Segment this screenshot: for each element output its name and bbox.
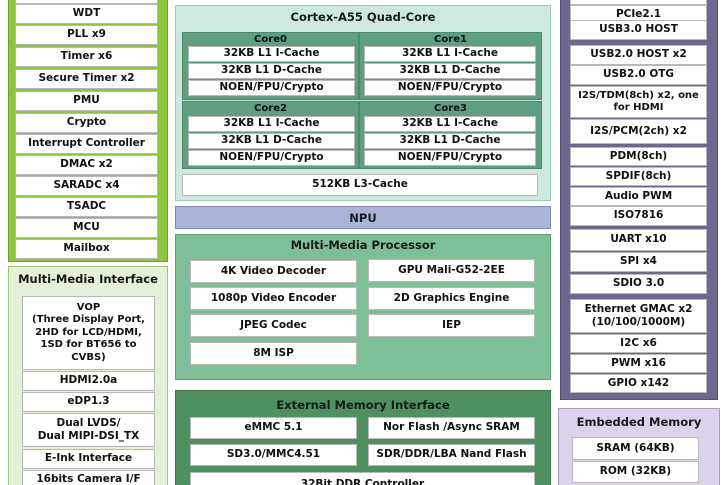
vop-block: VOP (Three Display Port, 2HD for LCD/HDM… [22, 296, 155, 370]
isp-block: 8M ISP [190, 342, 357, 365]
video-decoder-block: 4K Video Decoder [190, 260, 357, 283]
iep-block: IEP [368, 314, 535, 337]
conn-item-usb2-otg: USB2.0 OTG [570, 65, 707, 85]
system-item-wdt: WDT [15, 4, 158, 24]
core0-icache: 32KB L1 I-Cache [188, 46, 355, 62]
conn-item-i2c: I2C x6 [570, 334, 707, 353]
conn-item-audio-pwm: Audio PWM [570, 187, 707, 206]
core2-neon: NOEN/FPU/Crypto [188, 150, 355, 166]
camera-block: 16bits Camera I/F [22, 470, 155, 485]
system-item-crypto: Crypto [15, 113, 158, 133]
rom-block: ROM (32KB) [572, 461, 699, 483]
conn-item-pdm: PDM(8ch) [570, 147, 707, 166]
conn-item-i2s-pcm: I2S/PCM(2ch) x2 [570, 119, 707, 144]
nand-flash-block: SDR/DDR/LBA Nand Flash [368, 444, 535, 466]
l3-cache: 512KB L3-Cache [182, 174, 538, 196]
conn-item-gpio: GPIO x142 [570, 374, 707, 393]
conn-item-pwm: PWM x16 [570, 354, 707, 373]
nor-flash-block: Nor Flash /Async SRAM [368, 417, 535, 439]
sd-mmc-block: SD3.0/MMC4.51 [190, 444, 357, 466]
conn-item-top-cut [570, 0, 707, 5]
conn-item-spdif: SPDIF(8ch) [570, 167, 707, 186]
conn-item-uart: UART x10 [570, 229, 707, 251]
system-item-mcu: MCU [15, 218, 158, 238]
2d-graphics-block: 2D Graphics Engine [368, 287, 535, 310]
core1-neon: NOEN/FPU/Crypto [364, 80, 536, 96]
jpeg-codec-block: JPEG Codec [190, 314, 357, 337]
core0-title: Core0 [254, 34, 287, 45]
conn-item-ethernet: Ethernet GMAC x2 (10/100/1000M) [570, 299, 707, 333]
system-item-saradc: SARADC x4 [15, 176, 158, 196]
conn-item-i2s-tdm: I2S/TDM(8ch) x2, one for HDMI [570, 86, 707, 118]
hdmi-block: HDMI2.0a [22, 371, 155, 391]
conn-item-usb3-host: USB3.0 HOST [570, 20, 707, 40]
core3-title: Core3 [434, 103, 467, 114]
system-item-tsadc: TSADC [15, 197, 158, 217]
core0-neon: NOEN/FPU/Crypto [188, 80, 355, 96]
core1-icache: 32KB L1 I-Cache [364, 46, 536, 62]
embedded-memory-title: Embedded Memory [576, 415, 702, 429]
cpu-title: Cortex-A55 Quad-Core [290, 10, 436, 24]
npu-block: NPU [175, 206, 551, 229]
video-encoder-block: 1080p Video Encoder [190, 287, 357, 310]
system-item-timer: Timer x6 [15, 47, 158, 67]
external-memory-title: External Memory Interface [276, 398, 450, 412]
lvds-mipi-block: Dual LVDS/ Dual MIPI-DSI_TX [22, 413, 155, 447]
system-item-dmac: DMAC x2 [15, 155, 158, 175]
core1-title: Core1 [434, 34, 467, 45]
ddr-controller-block: 32Bit DDR Controller [190, 472, 535, 485]
system-item-mailbox: Mailbox [15, 239, 158, 259]
system-item-top-cut [15, 0, 158, 4]
conn-item-spi: SPI x4 [570, 252, 707, 272]
core2-title: Core2 [254, 103, 287, 114]
core3-neon: NOEN/FPU/Crypto [364, 150, 536, 166]
core2-dcache: 32KB L1 D-Cache [188, 133, 355, 149]
conn-item-iso7816: ISO7816 [570, 206, 707, 226]
system-item-pll: PLL x9 [15, 25, 158, 45]
system-item-pmu: PMU [15, 91, 158, 111]
gpu-block: GPU Mali-G52-2EE [368, 259, 535, 282]
core2-icache: 32KB L1 I-Cache [188, 116, 355, 132]
core1-dcache: 32KB L1 D-Cache [364, 63, 536, 79]
eink-block: E-Ink Interface [22, 449, 155, 469]
emmc-block: eMMC 5.1 [190, 417, 357, 439]
core0-dcache: 32KB L1 D-Cache [188, 63, 355, 79]
sram-block: SRAM (64KB) [572, 437, 699, 460]
multimedia-processor-title: Multi-Media Processor [290, 238, 436, 252]
conn-item-usb2-host: USB2.0 HOST x2 [570, 45, 707, 65]
system-item-interrupt-controller: Interrupt Controller [15, 134, 158, 154]
core3-icache: 32KB L1 I-Cache [364, 116, 536, 132]
multimedia-interface-title: Multi-Media Interface [18, 272, 158, 286]
edp-block: eDP1.3 [22, 392, 155, 412]
conn-item-sdio: SDIO 3.0 [570, 274, 707, 294]
system-item-secure-timer: Secure Timer x2 [15, 69, 158, 89]
core3-dcache: 32KB L1 D-Cache [364, 133, 536, 149]
